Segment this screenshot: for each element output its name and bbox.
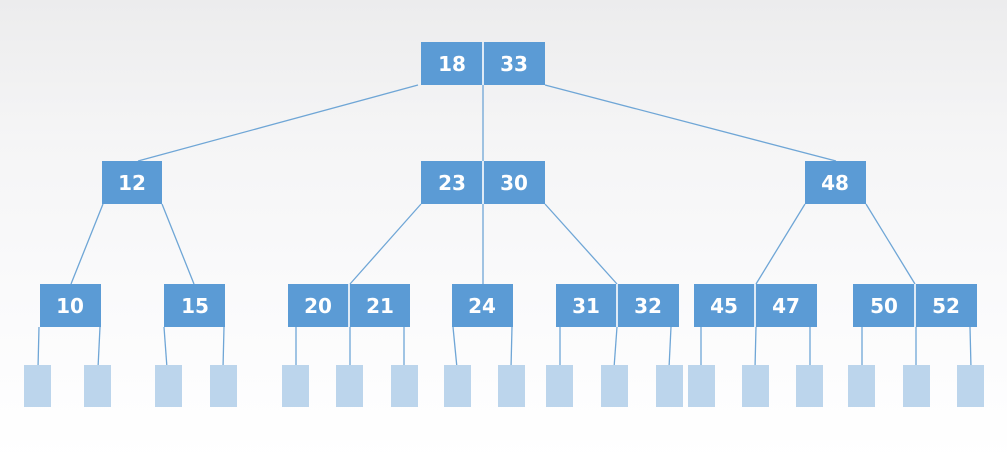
tree-edge — [70, 203, 104, 285]
level2-node-4-key-1: 24 — [468, 294, 496, 318]
leaf-pointer-block — [903, 365, 930, 407]
leaf-pointer-block — [656, 365, 683, 407]
tree-edge — [865, 203, 916, 285]
leaf-pointer-block — [848, 365, 875, 407]
tree-edge — [755, 203, 806, 285]
tree-edge — [161, 203, 195, 285]
root-key-1: 18 — [438, 52, 466, 76]
tree-edge — [163, 326, 168, 369]
tree-edge — [349, 203, 422, 285]
level2-node-6-key-1: 45 — [710, 294, 738, 318]
level2-node-2-key-1: 15 — [181, 294, 209, 318]
level1-node-left: 12 — [102, 161, 162, 204]
tree-edge — [222, 326, 225, 369]
level2-node-6: 45 47 — [694, 284, 817, 327]
leaf-pointers — [24, 365, 984, 407]
level2-node-3: 20 21 — [288, 284, 410, 327]
root-key-2: 33 — [500, 52, 528, 76]
level2-node-1: 10 — [40, 284, 101, 327]
level2-node-7-key-2: 52 — [932, 294, 960, 318]
level1-node-right: 48 — [805, 161, 866, 204]
leaf-pointer-block — [957, 365, 984, 407]
level2-node-3-key-1: 20 — [304, 294, 332, 318]
leaf-pointer-block — [210, 365, 237, 407]
leaf-pointer-block — [444, 365, 471, 407]
level2-node-6-key-2: 47 — [772, 294, 800, 318]
level1-left-key-1: 12 — [118, 171, 146, 195]
tree-edge — [969, 326, 972, 369]
level2-node-2: 15 — [164, 284, 225, 327]
level1-right-key-1: 48 — [821, 171, 849, 195]
root-node: 18 33 — [421, 42, 545, 85]
leaf-pointer-block — [796, 365, 823, 407]
leaf-pointer-block — [688, 365, 715, 407]
tree-edge — [510, 326, 513, 369]
leaf-pointer-block — [155, 365, 182, 407]
level1-middle-key-2: 30 — [500, 171, 528, 195]
level2-node-5: 31 32 — [556, 284, 679, 327]
tree-edge — [452, 326, 458, 369]
level2-node-1-key-1: 10 — [56, 294, 84, 318]
tree-edge — [613, 326, 618, 369]
tree-edge — [544, 203, 618, 285]
level2-node-5-key-1: 31 — [572, 294, 600, 318]
leaf-pointer-block — [742, 365, 769, 407]
leaf-pointer-block — [546, 365, 573, 407]
level2-node-7-key-1: 50 — [870, 294, 898, 318]
leaf-pointer-block — [391, 365, 418, 407]
tree-edge — [544, 84, 837, 162]
level1-middle-key-1: 23 — [438, 171, 466, 195]
tree-edges — [37, 84, 972, 369]
leaf-pointer-block — [282, 365, 309, 407]
tree-edge — [137, 84, 419, 162]
leaf-pointer-block — [24, 365, 51, 407]
level1-node-middle: 23 30 — [421, 161, 545, 204]
level2-node-4: 24 — [452, 284, 513, 327]
tree-edge — [754, 326, 757, 369]
tree-edge — [97, 326, 101, 369]
tree-edge — [37, 326, 40, 369]
leaf-pointer-block — [601, 365, 628, 407]
level2-node-5-key-2: 32 — [634, 294, 662, 318]
leaf-pointer-block — [336, 365, 363, 407]
tree-edge — [668, 326, 672, 369]
leaf-pointer-block — [84, 365, 111, 407]
leaf-pointer-block — [498, 365, 525, 407]
level2-node-3-key-2: 21 — [366, 294, 394, 318]
level2-node-7: 50 52 — [853, 284, 977, 327]
tree-nodes: 18 33 12 23 30 48 10 15 — [40, 42, 977, 327]
